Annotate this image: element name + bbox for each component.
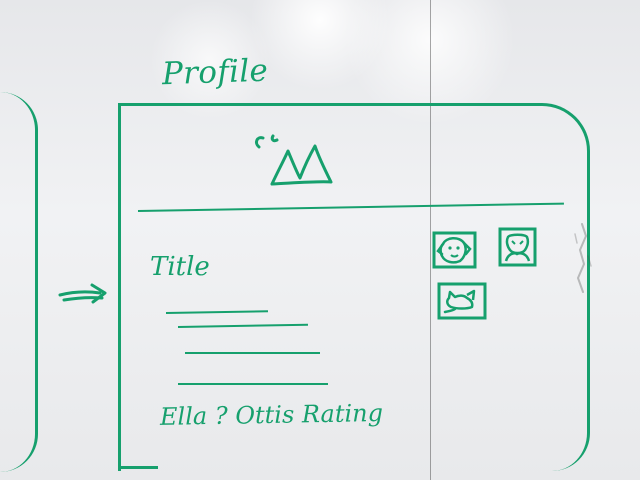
text-placeholder-line	[185, 352, 320, 354]
profile-title: Title	[150, 252, 210, 282]
profile-card	[118, 103, 590, 471]
portrait-photo-icon	[498, 227, 537, 267]
eraser-smudge	[574, 223, 592, 293]
dog-photo-icon	[437, 282, 487, 320]
logo-icon	[254, 134, 333, 186]
dog-photo-icon	[432, 231, 477, 269]
ratings-label: Ella ? Ottis Rating	[159, 398, 384, 431]
left-panel-edge	[0, 92, 38, 472]
whiteboard-seam	[430, 0, 431, 480]
profile-card-bottom-edge	[118, 466, 158, 469]
page-heading: Profile	[161, 52, 269, 93]
text-placeholder-line	[178, 383, 328, 385]
arrow-right-icon	[58, 283, 107, 304]
